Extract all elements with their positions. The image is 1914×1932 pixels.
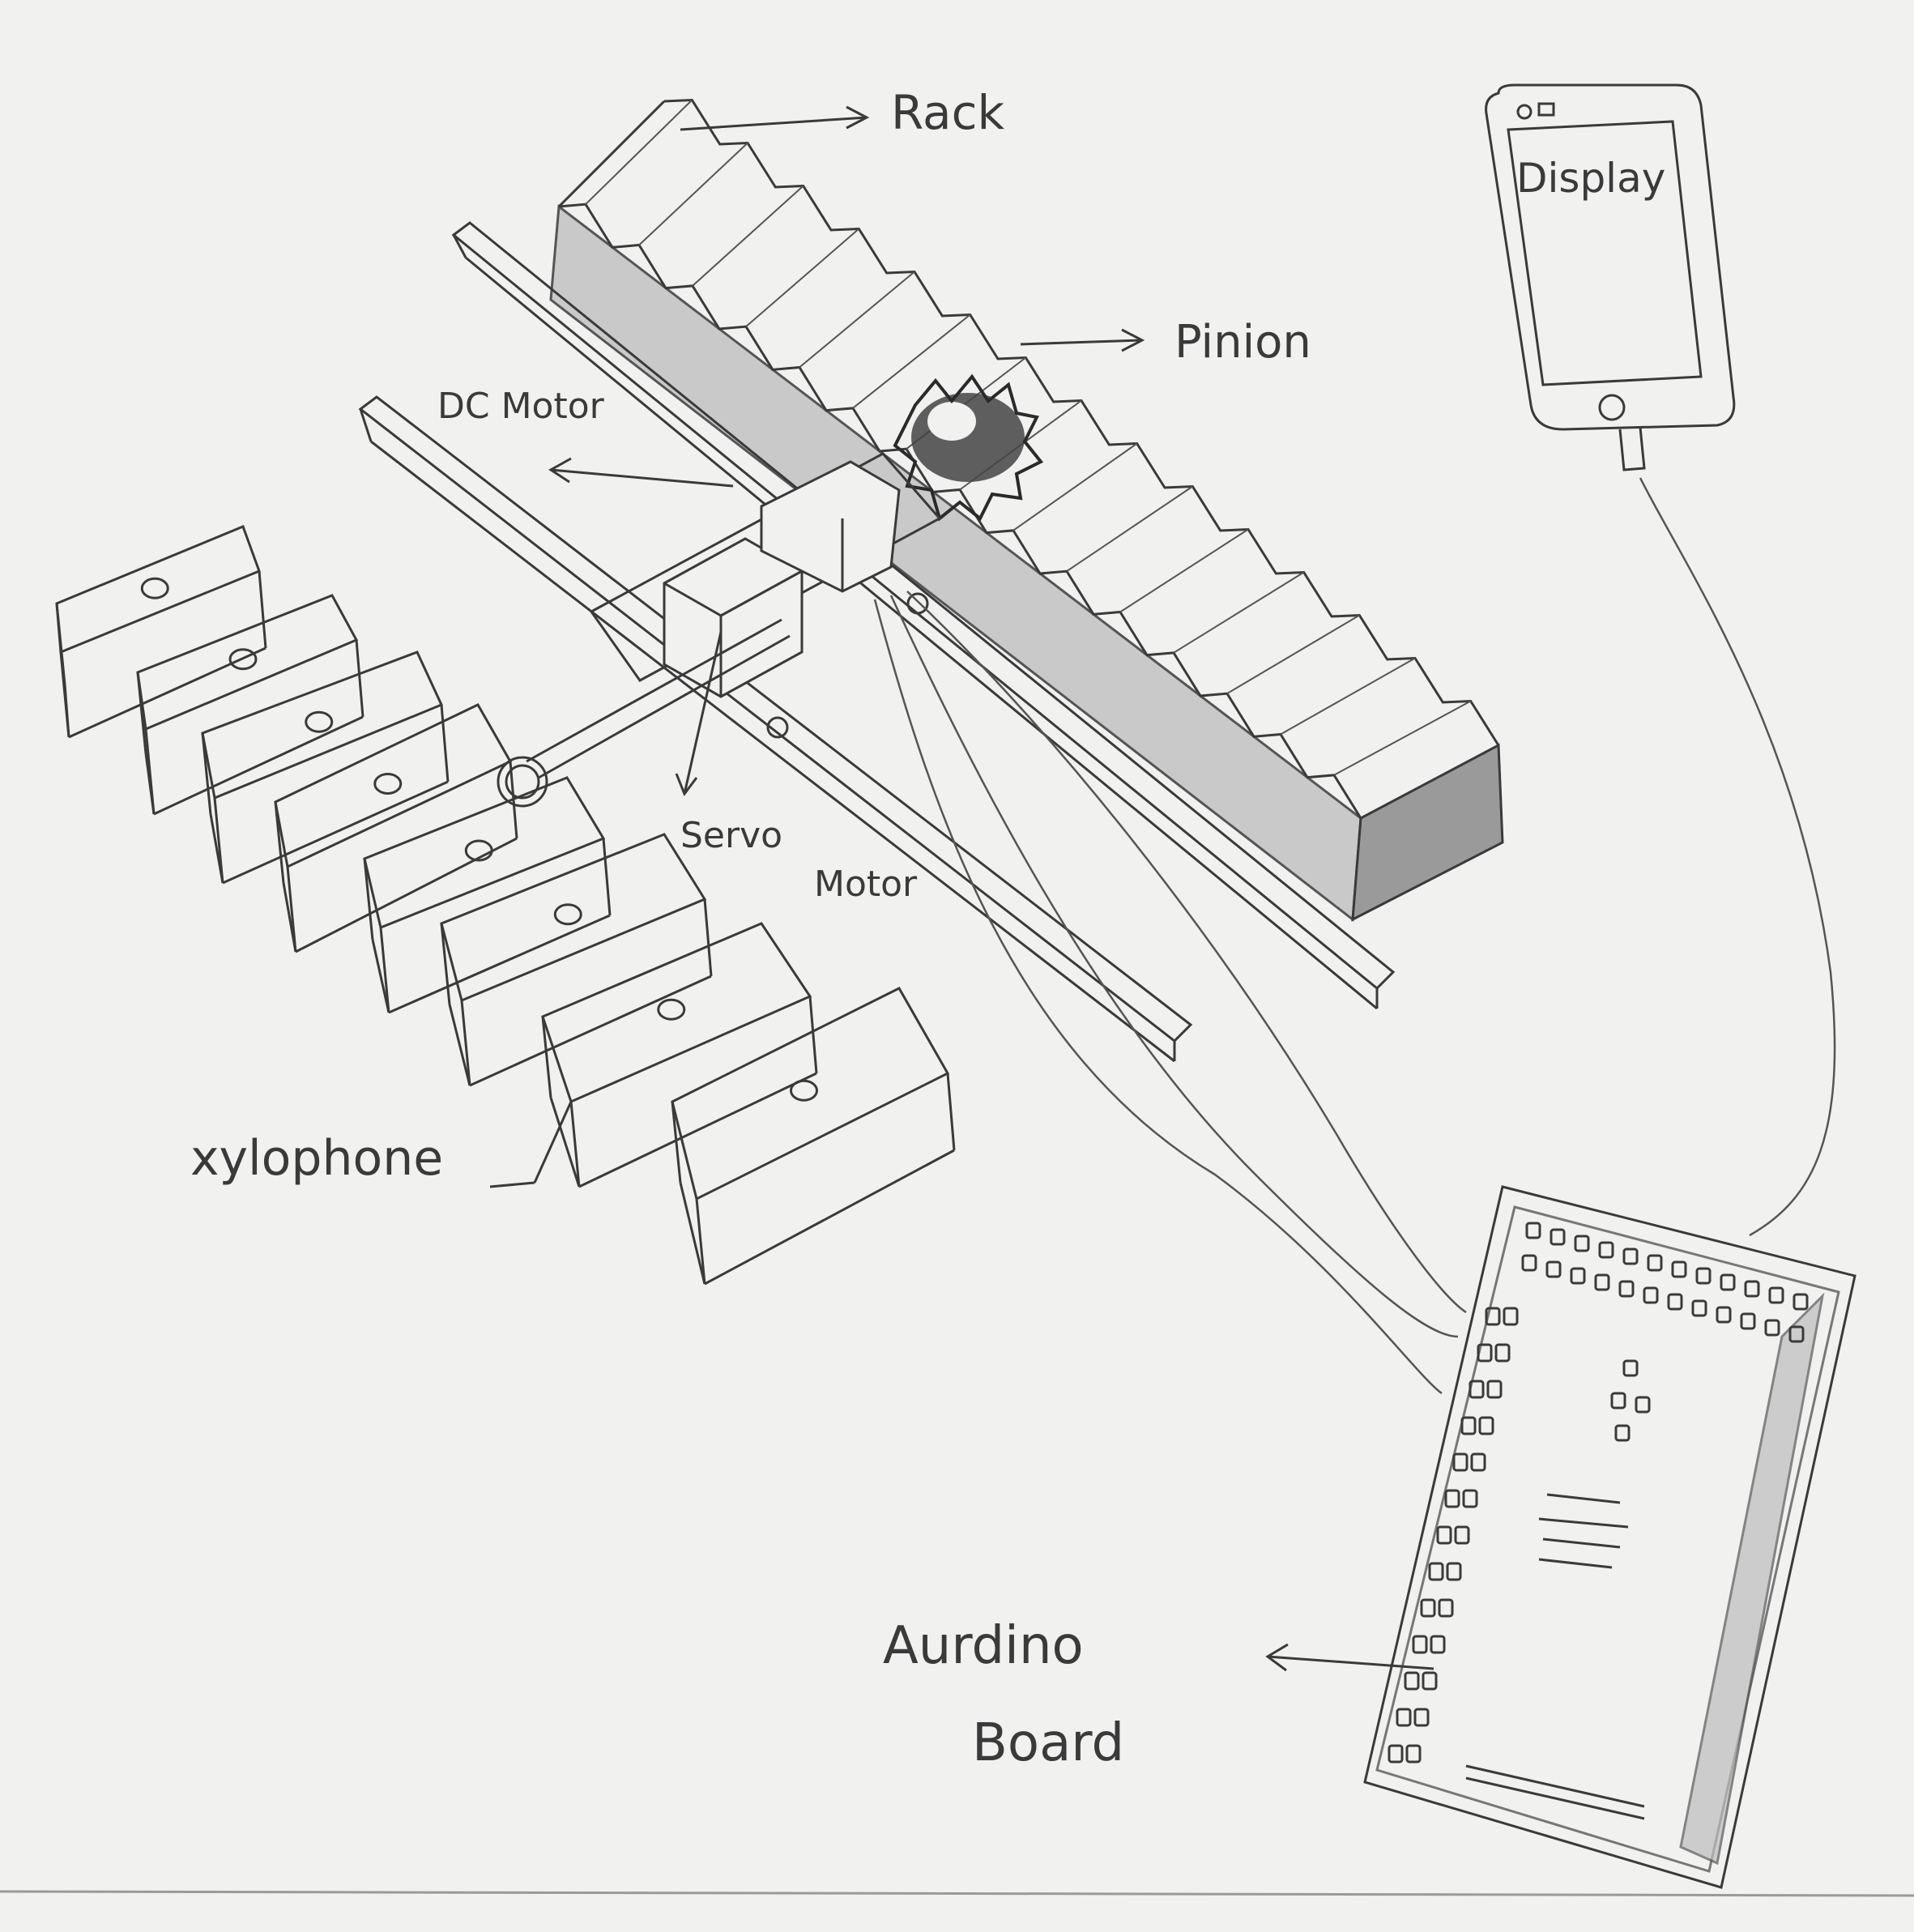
arduino-label-line2: Board <box>972 1717 1124 1769</box>
xylophone-label: xylophone <box>190 1134 443 1183</box>
arduino-label-line1: Aurdino <box>883 1620 1084 1672</box>
display-label: Display <box>1516 158 1665 198</box>
rack-label: Rack <box>891 89 1004 136</box>
dc-motor-label: DC Motor <box>437 389 604 424</box>
servo-motor-label-line1: Servo <box>680 818 782 854</box>
pinion-label: Pinion <box>1174 320 1311 365</box>
servo-motor-label-line2: Motor <box>814 867 917 902</box>
